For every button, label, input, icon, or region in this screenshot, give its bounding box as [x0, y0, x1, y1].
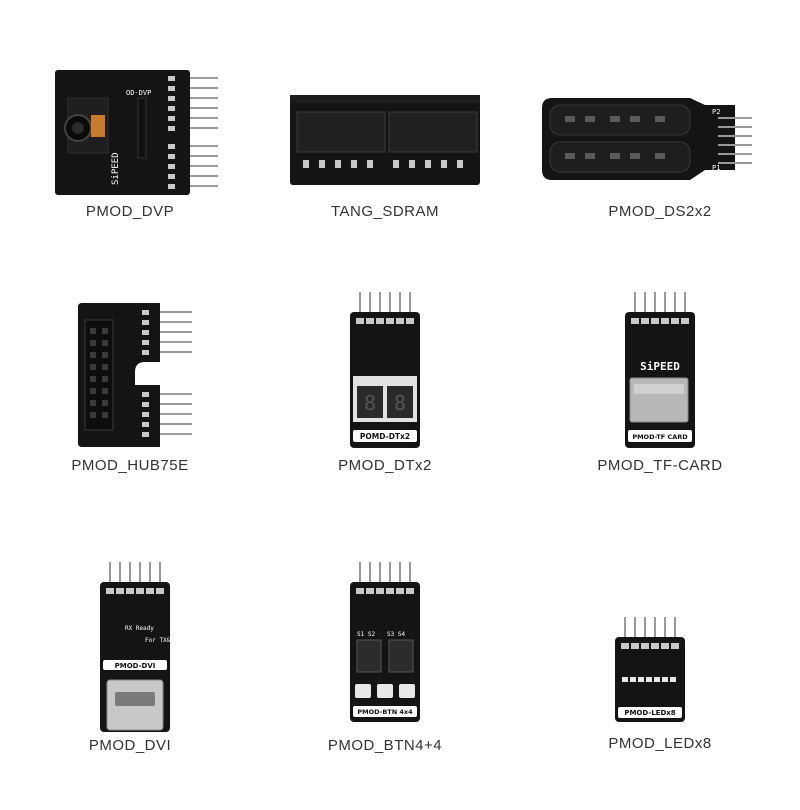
- pmod-dvi-caption: PMOD_DVI: [88, 737, 172, 754]
- pmod-btn4-4-silk-label: PMOD-BTN 4x4: [357, 708, 413, 716]
- module-pmod-ledx8: PMOD-LEDx8 PMOD_LEDx8: [530, 560, 790, 810]
- pmod-ds2x2-caption: PMOD_DS2x2: [608, 203, 712, 220]
- pmod-tf-card-caption: PMOD_TF-CARD: [597, 457, 723, 474]
- pmod-dvp-silk-brand: SiPEED: [111, 152, 121, 185]
- pmod-dvi-silk-ready: RX Ready: [125, 625, 154, 632]
- module-pmod-ds2x2: P1 P2 PMOD_DS2x2: [530, 40, 790, 290]
- pmod-dtx2-caption: PMOD_DTx2: [338, 457, 432, 474]
- pmod-dvp-caption: PMOD_DVP: [85, 203, 175, 220]
- pmod-dtx2-board-image: 8 8 POMD-DTx2: [350, 292, 420, 448]
- pmod-ledx8-board-image: PMOD-LEDx8: [615, 617, 685, 722]
- pmod-ledx8-caption: PMOD_LEDx8: [608, 735, 712, 752]
- pmod-dvp-silk-model: OD-DVP: [126, 89, 151, 97]
- pmod-hub75e-caption: PMOD_HUB75E: [71, 457, 189, 474]
- pmod-ds2x2-board-image: P1 P2: [542, 98, 752, 180]
- tang-sdram-caption: TANG_SDRAM: [330, 203, 440, 220]
- pmod-dvp-board-image: SiPEED OD-DVP: [55, 70, 218, 195]
- svg-text:8: 8: [394, 391, 406, 415]
- pmod-ds2x2-silk-p1: P1: [712, 164, 720, 172]
- svg-text:8: 8: [364, 391, 376, 415]
- pmod-ledx8-silk-label: PMOD-LEDx8: [624, 709, 675, 717]
- module-pmod-dvp: SiPEED OD-DVP PMOD_DVP: [0, 40, 260, 290]
- module-pmod-dvi: RX Ready For TX& PMOD-DVI PMOD_DVI: [0, 560, 260, 810]
- module-pmod-dtx2: 8 8 POMD-DTx2 PMOD_DTx2: [255, 290, 515, 540]
- pmod-dvi-silk-label: PMOD-DVI: [115, 662, 156, 670]
- pmod-tf-card-silk-brand: SiPEED: [640, 360, 680, 373]
- pmod-btn4-4-caption: PMOD_BTN4+4: [327, 737, 443, 754]
- pmod-dvi-board-image: RX Ready For TX& PMOD-DVI: [100, 562, 171, 732]
- pmod-ds2x2-silk-p2: P2: [712, 108, 720, 116]
- pmod-tf-card-board-image: SiPEED PMOD-TF CARD: [625, 292, 695, 448]
- pmod-btn4-4-silk-s1s2: S1 S2: [357, 631, 375, 638]
- tang-sdram-board-image: [290, 95, 480, 185]
- module-pmod-tf-card: SiPEED PMOD-TF CARD PMOD_TF-CARD: [530, 290, 790, 540]
- pmod-dvi-silk-tx: For TX&: [145, 637, 171, 644]
- pmod-btn4-4-silk-s3s4: S3 S4: [387, 631, 405, 638]
- pmod-tf-card-silk-label: PMOD-TF CARD: [632, 433, 688, 441]
- pmod-hub75e-board-image: [78, 303, 192, 447]
- pmod-btn4-4-board-image: S1 S2 S3 S4 PMOD-BTN 4x4: [350, 562, 420, 722]
- module-pmod-btn4-4: S1 S2 S3 S4 PMOD-BTN 4x4 PMOD_BTN4+4: [255, 560, 515, 810]
- module-pmod-hub75e: PMOD_HUB75E: [0, 290, 260, 540]
- pmod-dtx2-silk-label: POMD-DTx2: [360, 432, 410, 441]
- module-tang-sdram: TANG_SDRAM: [255, 40, 515, 290]
